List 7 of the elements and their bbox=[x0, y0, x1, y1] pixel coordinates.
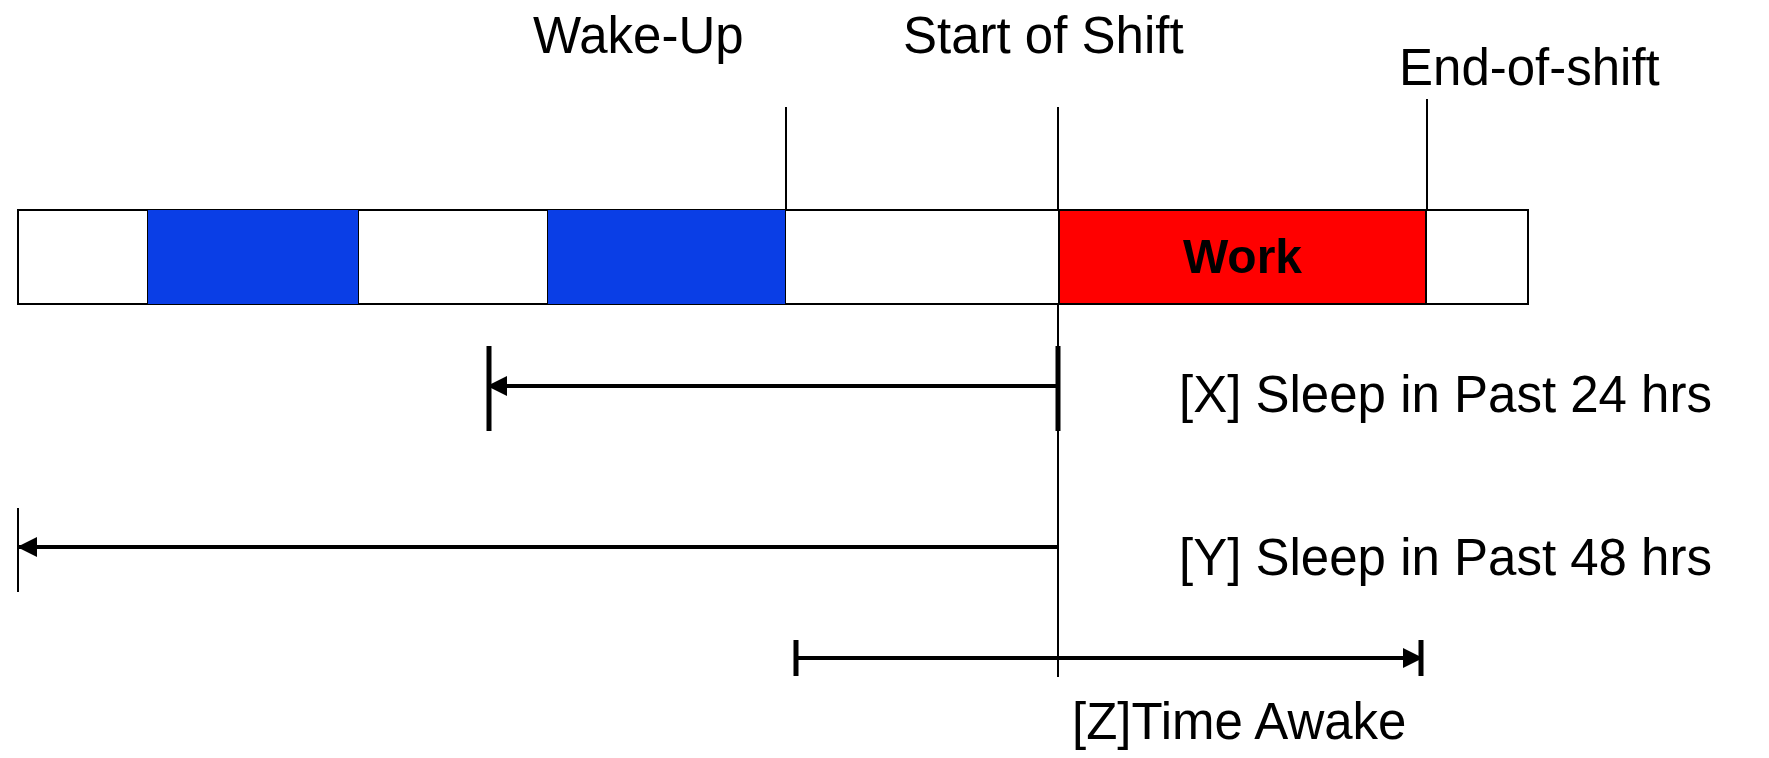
timeline-bar bbox=[17, 209, 1529, 305]
timeline-label: End-of-shift bbox=[1399, 42, 1660, 93]
node-label: Work bbox=[1182, 233, 1303, 281]
work-block bbox=[1058, 209, 1427, 305]
sleep-block bbox=[147, 209, 359, 305]
timeline-label: Start of Shift bbox=[903, 10, 1184, 61]
sleep-block bbox=[547, 209, 786, 305]
